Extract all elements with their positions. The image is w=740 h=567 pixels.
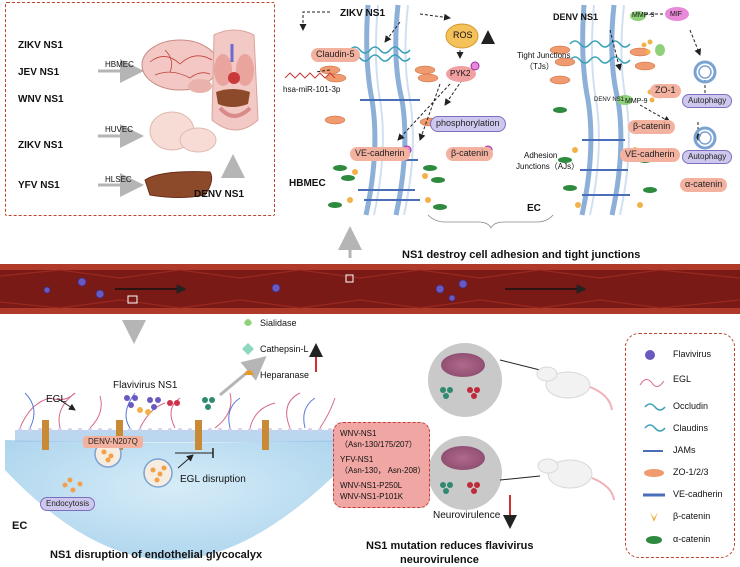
legend-box [625, 333, 735, 558]
mmp9-label: MMP-9 [625, 98, 648, 105]
vecadherin-label: VE-cadherin [620, 148, 680, 162]
brain-illustration [141, 39, 219, 93]
autophagy-label: Autophagy [682, 150, 733, 165]
egl-disruption-label: EGL disruption [180, 474, 246, 485]
heparanase-label: Heparanase [260, 370, 310, 380]
legend-label: β-catenin [673, 511, 711, 521]
legend-label: Claudins [673, 423, 709, 433]
legend-label: VE-cadherin [673, 489, 723, 499]
legend-icons [639, 350, 666, 544]
mutation-box [333, 422, 430, 508]
caption-junctions: NS1 destroy cell adhesion and tight junc… [402, 249, 641, 261]
legend-label: EGL [673, 374, 692, 384]
denv-ns1-label: DENV NS1 [194, 189, 245, 200]
row-virus-label: JEV NS1 [18, 67, 60, 78]
ec-label: EC [527, 203, 541, 214]
ec-label: EC [12, 520, 28, 532]
ros-bubble [445, 23, 479, 49]
autophagy-vesicles [693, 60, 717, 150]
sialidase-label: Sialidase [260, 318, 297, 328]
egl-label: EGL [46, 394, 67, 405]
neurovirulence-brains [389, 343, 541, 510]
phosphorylation-label: phosphorylation [430, 116, 506, 132]
caption-glycocalyx: NS1 disruption of endothelial glycocalyx [50, 549, 263, 561]
caption-mutation-2: neurovirulence [400, 554, 479, 566]
hbmec-label: HBMEC [289, 178, 326, 189]
fetus-illustration [149, 111, 217, 153]
organ-panel [5, 2, 275, 216]
legend-label: Occludin [673, 401, 709, 411]
zo1-label: ZO-1 [650, 84, 681, 98]
aj-label: Adhesion [524, 151, 558, 160]
legend-label: α-catenin [673, 534, 711, 544]
mouse-illustrations [536, 366, 615, 501]
row-virus-label: ZIKV NS1 [18, 140, 64, 151]
legend-label: JAMs [673, 445, 696, 455]
caption-mutation-1: NS1 mutation reduces flavivirus [366, 540, 534, 552]
row-virus-label: YFV NS1 [18, 180, 60, 191]
flavivirus-ns1-label: Flavivirus NS1 [113, 380, 178, 391]
pyk2-bubble [446, 66, 476, 82]
mutation-item: YFV-NS1 [340, 455, 374, 464]
mutation-item: WNV-NS1-P101K [340, 492, 404, 501]
legend-label: Flavivirus [673, 349, 712, 359]
denv-ns1-label: DENV NS1 [553, 12, 599, 22]
row-virus-label: WNV NS1 [18, 94, 64, 105]
zikv-ns1-label: ZIKV NS1 [340, 8, 386, 19]
endocytosis-label: Endocytosis [40, 497, 96, 512]
neurovirulence-label: Neurovirulence [433, 510, 501, 521]
vecadherin-label: VE-cadherin [350, 147, 410, 161]
endothelial-cell-glycocalyx [5, 392, 345, 560]
mutation-item: WNV-NS1 [340, 429, 377, 438]
blood-vessel [0, 264, 740, 314]
cell-type-label: HUVEC [105, 125, 134, 134]
claudin5-label: Claudin-5 [311, 48, 360, 62]
row-virus-label: ZIKV NS1 [18, 40, 64, 51]
autophagy-label: Autophagy [682, 94, 733, 109]
mif-label: MIF [670, 11, 683, 18]
mutation-item: WNV-NS1-P250L [340, 481, 403, 490]
legend-label: ZO-1/2/3 [673, 467, 709, 477]
tj-label: Tight Junctions [517, 51, 571, 60]
acatenin-label: α-catenin [680, 178, 728, 192]
bcatenin-label: β-catenin [628, 120, 676, 134]
bcatenin-label: β-catenin [446, 147, 494, 161]
vessel-flavivirus-particles [43, 277, 468, 302]
ec-membranes [579, 4, 630, 216]
denv-ns1-small-label: DENV NS1 [594, 97, 625, 103]
mutation-item: （Asn-130/175/207） [340, 440, 417, 449]
liver-illustration [144, 171, 213, 198]
pyk2-label: PYK2 [450, 69, 471, 78]
mirna-label: hsa-miR-101-3p [283, 85, 341, 94]
tj-label: （TJs） [525, 62, 554, 71]
cell-type-label: HLSEC [105, 175, 132, 184]
cell-type-label: HBMEC [105, 60, 134, 69]
aj-label: Junctions（AJs） [516, 162, 580, 171]
cathepsin-label: Cathepsin-L [260, 344, 309, 354]
ros-label: ROS [453, 30, 473, 40]
mmp9-label: MMP-9 [632, 12, 655, 19]
human-organs-illustration [211, 29, 259, 131]
denv-n207q-label: DENV-N207Q [83, 436, 143, 449]
mutation-item: （Asn-130， Asn-208） [340, 466, 426, 475]
